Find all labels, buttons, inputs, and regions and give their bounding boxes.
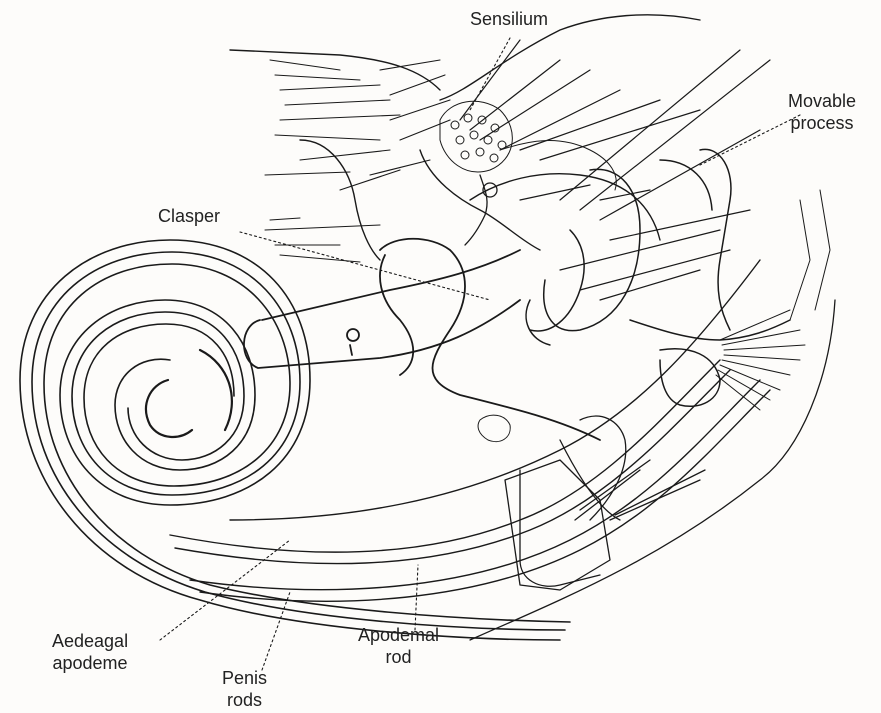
aedeagal-apodeme-line2: apodeme <box>52 652 128 674</box>
apodemal-rod-line1: Apodemal <box>358 624 439 646</box>
apodemal-rod-line2: rod <box>358 646 439 668</box>
label-clasper: Clasper <box>158 205 220 227</box>
sensilium-text: Sensilium <box>470 9 548 29</box>
leader-lines <box>160 38 800 670</box>
stipple-patch <box>478 415 510 441</box>
label-movable-process: Movable process <box>788 90 856 134</box>
movable-process-line1: Movable <box>788 90 856 112</box>
penis-rods <box>170 260 770 601</box>
penis-rods-line2: rods <box>222 689 267 711</box>
setae-fan <box>716 190 830 410</box>
label-apodemal-rod: Apodemal rod <box>358 624 439 668</box>
clasper-text: Clasper <box>158 206 220 226</box>
aedeagal-apodeme-line1: Aedeagal <box>52 630 128 652</box>
label-aedeagal-apodeme: Aedeagal apodeme <box>52 630 128 674</box>
apodemal-rod-lines <box>470 300 835 640</box>
body-outline <box>230 15 700 260</box>
label-sensilium: Sensilium <box>470 8 548 30</box>
label-penis-rods: Penis rods <box>222 667 267 711</box>
movable-process-line2: process <box>788 112 856 134</box>
setae-long <box>460 40 770 300</box>
penis-rods-line1: Penis <box>222 667 267 689</box>
setae-upper <box>265 60 450 262</box>
